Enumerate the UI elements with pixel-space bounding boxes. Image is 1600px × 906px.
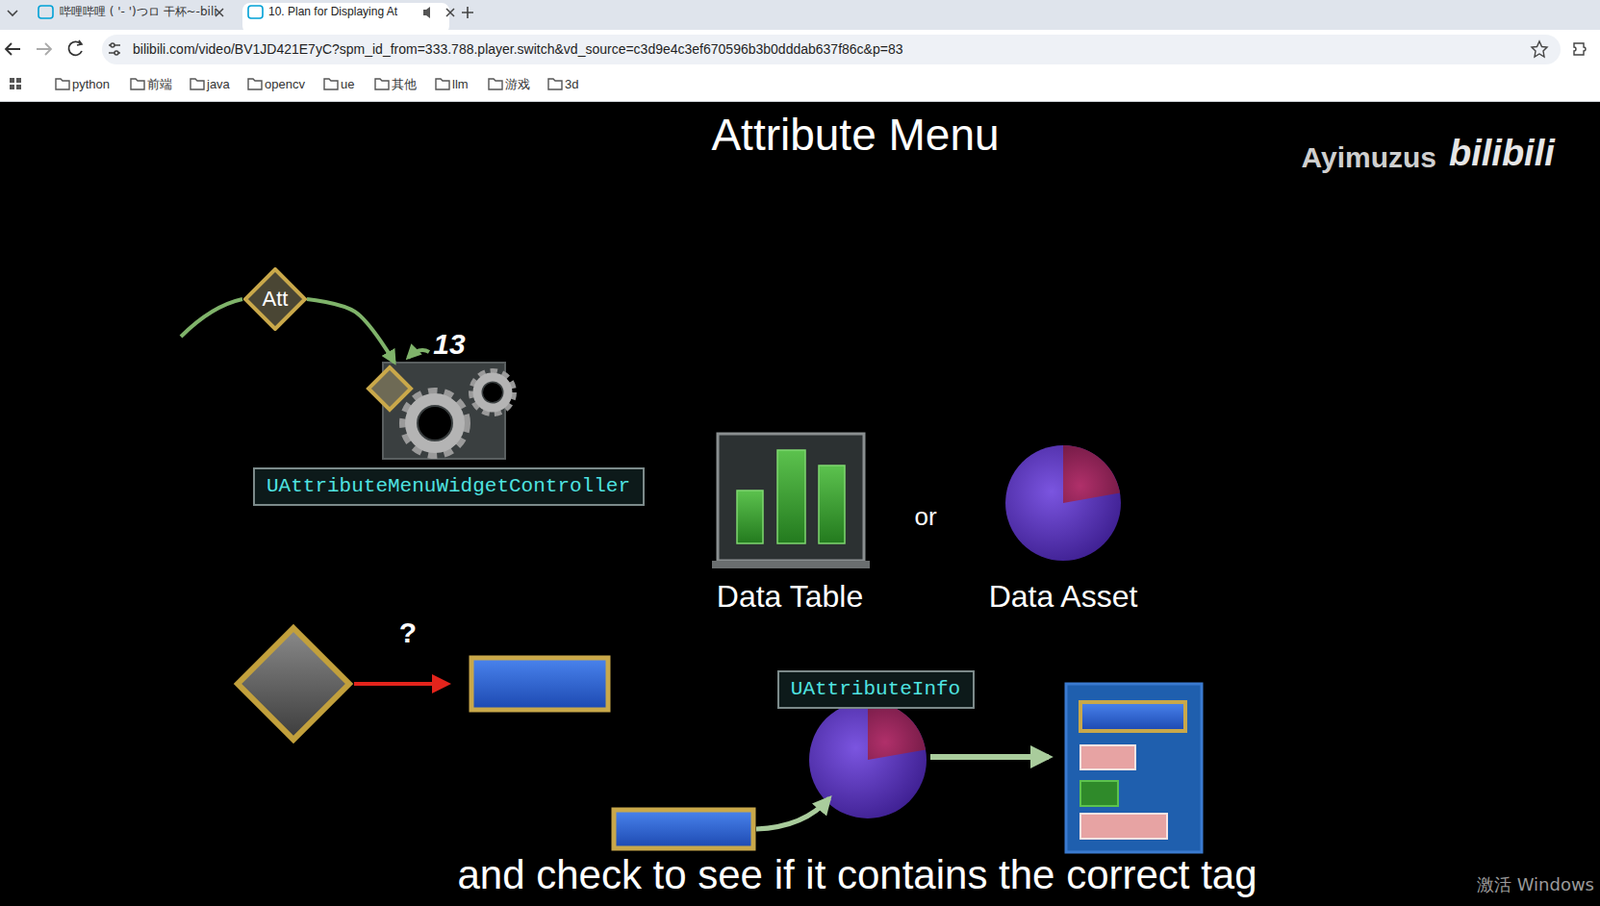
panel-row bbox=[1080, 702, 1186, 732]
active-tab bbox=[242, 2, 450, 34]
tab-menu-icon bbox=[7, 10, 18, 16]
info-class-box: UAttributeInfo bbox=[777, 670, 975, 710]
chart-bar bbox=[818, 465, 845, 544]
favicon bbox=[38, 5, 53, 19]
panel-row bbox=[1080, 745, 1136, 770]
tab-title: 哔哩哔哩 ( '- ')つロ 干杯~-bili bbox=[59, 5, 218, 20]
data-asset-pie bbox=[1005, 445, 1121, 561]
question-mark: ? bbox=[399, 616, 417, 651]
tab-title: 10. Plan for Displaying At bbox=[268, 5, 398, 20]
chart-bar bbox=[777, 450, 806, 544]
data-table-icon bbox=[717, 433, 864, 561]
bookmark-label: 其他 bbox=[391, 77, 417, 93]
forward-icon bbox=[36, 43, 51, 55]
bookmark-label: java bbox=[206, 77, 230, 93]
toolbar bbox=[0, 29, 1600, 102]
controller-class-box: UAttributeMenuWidgetController bbox=[253, 362, 645, 507]
gear-icon bbox=[404, 392, 466, 455]
bookmark-label: 游戏 bbox=[505, 77, 531, 93]
data-table-base bbox=[711, 560, 870, 569]
subtitle: and check to see if it contains the corr… bbox=[457, 852, 1257, 899]
gear-icon bbox=[472, 372, 513, 413]
curved-arrow bbox=[756, 798, 830, 830]
pie-slice bbox=[867, 701, 926, 761]
class-name-bar: UAttributeMenuWidgetController bbox=[253, 467, 645, 507]
speaker-icon bbox=[423, 6, 431, 19]
connector-word: or bbox=[914, 503, 937, 533]
slide-title: Attribute Menu bbox=[711, 109, 999, 161]
folder-icons bbox=[55, 78, 562, 90]
bookmark-label: opencv bbox=[264, 77, 305, 93]
node-text: Att bbox=[262, 287, 289, 311]
reload-icon bbox=[76, 40, 82, 46]
gear-hole bbox=[482, 382, 503, 403]
pie-slice bbox=[1063, 445, 1120, 504]
small-diamond bbox=[368, 367, 411, 410]
panel-row bbox=[1080, 781, 1118, 807]
favicon bbox=[248, 5, 263, 19]
gear-ring bbox=[410, 399, 459, 448]
arc-tail bbox=[180, 299, 243, 337]
class-name-bar: UAttributeInfo bbox=[777, 670, 975, 710]
bookmark-label: python bbox=[72, 77, 110, 93]
widget-bar bbox=[471, 658, 609, 711]
tag-diamond bbox=[237, 628, 350, 740]
node-text: UAttributeInfo bbox=[790, 677, 961, 702]
widget-bar bbox=[613, 810, 754, 849]
watermark-logo: bilibili bbox=[1448, 132, 1555, 176]
new-tab-icon bbox=[461, 6, 474, 19]
chart-bar bbox=[736, 490, 763, 544]
small-arrow bbox=[407, 350, 430, 358]
toolbar-divider bbox=[0, 101, 1600, 102]
browser-chrome bbox=[0, 0, 1600, 102]
watermark: Ayimuzus bbox=[1300, 141, 1437, 176]
bookmark-label: llm bbox=[452, 77, 469, 93]
gear-hole bbox=[418, 406, 452, 440]
site-info-icon bbox=[114, 50, 119, 55]
gear-ring bbox=[477, 377, 508, 408]
panel-row bbox=[1080, 813, 1168, 839]
url-text: bilibili.com/video/BV1JD421E7yC?spm_id_f… bbox=[132, 41, 904, 57]
gear-teeth bbox=[472, 372, 513, 413]
apps-icon bbox=[9, 77, 22, 90]
back-icon bbox=[5, 43, 21, 55]
icon-label: Data Table bbox=[716, 579, 864, 615]
close-icon bbox=[446, 8, 455, 17]
callout-number: 13 bbox=[432, 328, 465, 362]
diamond-shape bbox=[245, 269, 305, 330]
star-icon bbox=[1531, 41, 1548, 57]
bookmark-label: ue bbox=[340, 77, 355, 93]
info-arrow bbox=[930, 754, 1049, 761]
tab-strip bbox=[0, 0, 1600, 30]
site-info-icon bbox=[110, 43, 115, 48]
bookmark-label: 前端 bbox=[147, 77, 173, 93]
node-text: UAttributeMenuWidgetController bbox=[266, 474, 631, 499]
question-arrow bbox=[354, 682, 448, 686]
icon-label: Data Asset bbox=[989, 579, 1139, 615]
attribute-diamond: Att bbox=[243, 267, 307, 331]
os-watermark: 激活 Windows bbox=[1476, 875, 1595, 896]
bookmark-label: 3d bbox=[564, 77, 579, 93]
address-bar bbox=[101, 34, 1561, 65]
flow-arrow bbox=[306, 299, 395, 363]
gear-teeth bbox=[404, 392, 466, 455]
attribute-menu-panel bbox=[1066, 684, 1202, 853]
extension-icon bbox=[1574, 43, 1586, 55]
reload-icon bbox=[69, 41, 82, 55]
